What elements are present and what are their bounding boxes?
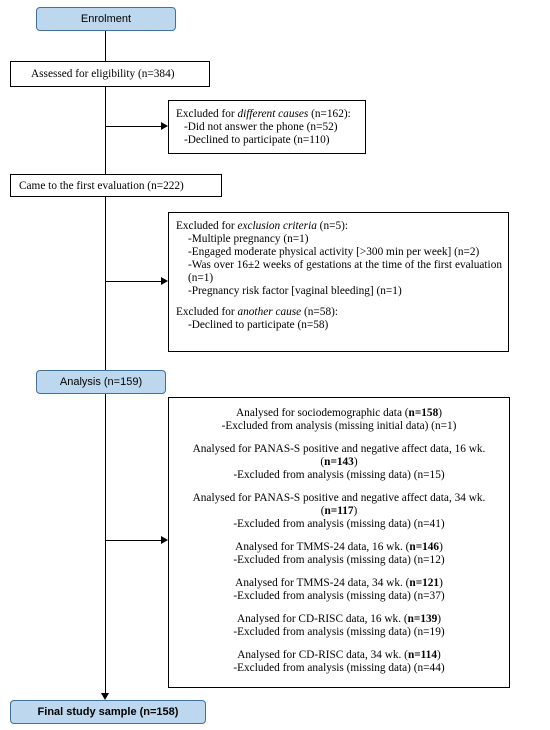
excluded-exclusion-criteria-box: Excluded for exclusion criteria (n=5): -… [168, 212, 509, 352]
title-close: ) [439, 541, 443, 553]
connector-first-eval-analysis [105, 197, 106, 370]
analysis-group-excluded: -Excluded from analysis (missing data) (… [233, 626, 445, 638]
analysis-group-title: Analysed for PANAS-S positive and negati… [175, 443, 503, 469]
analysis-group-title: Analysed for CD-RISC data, 16 wk. (n=139… [175, 613, 503, 626]
heading-emphasis: another cause [237, 306, 302, 318]
title-text: Analysed for CD-RISC data, 34 wk. ( [237, 649, 408, 661]
connector-branch-excluded1 [105, 126, 161, 127]
title-close: ) [353, 456, 358, 468]
analysis-details-box: Analysed for sociodemographic data (n=15… [168, 397, 510, 688]
arrowhead-right [161, 122, 168, 130]
title-count: n=139 [407, 613, 438, 625]
exclusion-criteria-heading: Excluded for exclusion criteria (n=5): [176, 220, 502, 233]
exclusion-item: -Pregnancy risk factor [vaginal bleeding… [188, 285, 402, 297]
analysis-group-title: Analysed for sociodemographic data (n=15… [175, 407, 503, 420]
heading-prefix: Excluded for [176, 108, 238, 120]
arrowhead-right [161, 536, 168, 544]
excluded-different-causes-box: Excluded for different causes (n=162): -… [168, 100, 366, 154]
excluded-different-causes-heading: Excluded for different causes (n=162): [176, 108, 361, 121]
title-count: n=146 [409, 541, 440, 553]
arrowhead-down [101, 693, 109, 700]
title-text: Analysed for TMMS-24 data, 34 wk. ( [235, 577, 410, 589]
connector-enrolment-assessed [105, 31, 106, 61]
title-close: ) [436, 649, 441, 661]
analysis-group-title: Analysed for PANAS-S positive and negati… [175, 492, 503, 518]
title-text: Analysed for CD-RISC data, 16 wk. ( [236, 613, 408, 625]
connector-branch-excluded2 [105, 281, 161, 282]
stage-final-sample: Final study sample (n=158) [10, 700, 206, 724]
title-close: ) [353, 505, 358, 517]
heading-prefix: Excluded for [176, 306, 238, 318]
excluded-item: -Did not answer the phone (n=52) [184, 121, 338, 133]
heading-emphasis: exclusion criteria [237, 220, 317, 232]
heading-prefix: Excluded for [176, 220, 238, 232]
analysis-group: Analysed for CD-RISC data, 16 wk. (n=139… [175, 613, 503, 639]
first-evaluation-box: Came to the first evaluation (n=222) [10, 174, 222, 197]
stage-analysis: Analysis (n=159) [36, 370, 166, 394]
analysis-group-title: Analysed for TMMS-24 data, 34 wk. (n=121… [175, 577, 503, 590]
title-count: n=114 [407, 649, 437, 661]
heading-suffix: (n=162): [308, 108, 351, 120]
another-cause-item: -Declined to participate (n=58) [188, 319, 329, 331]
heading-emphasis: different causes [237, 108, 309, 120]
arrowhead-right [161, 277, 168, 285]
analysis-group-title: Analysed for CD-RISC data, 34 wk. (n=114… [175, 649, 503, 662]
stage-final-label: Final study sample (n=158) [37, 706, 179, 718]
assessed-label: Assessed for eligibility (n=384) [31, 68, 175, 80]
analysis-group: Analysed for TMMS-24 data, 34 wk. (n=121… [175, 577, 503, 603]
title-close: ) [437, 613, 442, 625]
exclusion-item: -Was over 16±2 weeks of gestations at th… [188, 259, 502, 284]
analysis-group-excluded: -Excluded from analysis (missing data) (… [233, 518, 445, 530]
analysis-group-excluded: -Excluded from analysis (missing data) (… [233, 554, 445, 566]
stage-enrolment: Enrolment [36, 7, 176, 31]
title-count: n=158 [408, 407, 439, 419]
title-text: Analysed for PANAS-S positive and negati… [192, 492, 486, 517]
heading-suffix: (n=5): [316, 220, 349, 232]
analysis-group: Analysed for PANAS-S positive and negati… [175, 492, 503, 531]
title-close: ) [438, 407, 442, 419]
connector-assessed-first-eval [105, 87, 106, 174]
analysis-group-excluded: -Excluded from analysis (missing data) (… [233, 662, 445, 674]
connector-analysis-final [105, 394, 106, 693]
title-text: Analysed for TMMS-24 data, 16 wk. ( [235, 541, 410, 553]
assessed-box: Assessed for eligibility (n=384) [10, 61, 210, 87]
exclusion-item: -Engaged moderate physical activity [>30… [188, 246, 480, 258]
first-evaluation-label: Came to the first evaluation (n=222) [19, 180, 184, 192]
excluded-item: -Declined to participate (n=110) [184, 134, 330, 146]
title-count: n=143 [324, 456, 354, 468]
analysis-group: Analysed for TMMS-24 data, 16 wk. (n=146… [175, 541, 503, 567]
analysis-group-excluded: -Excluded from analysis (missing initial… [221, 420, 457, 432]
analysis-group-excluded: -Excluded from analysis (missing data) (… [233, 469, 445, 481]
stage-enrolment-label: Enrolment [80, 13, 132, 25]
title-count: n=121 [409, 577, 440, 589]
title-text: Analysed for PANAS-S positive and negati… [192, 443, 486, 468]
title-close: ) [439, 577, 443, 589]
title-count: n=117 [324, 505, 354, 517]
connector-branch-analysis-details [105, 540, 161, 541]
analysis-group: Analysed for sociodemographic data (n=15… [175, 407, 503, 433]
analysis-group: Analysed for PANAS-S positive and negati… [175, 443, 503, 482]
heading-suffix: (n=58): [301, 306, 338, 318]
stage-analysis-label: Analysis (n=159) [59, 376, 143, 388]
exclusion-item: -Multiple pregnancy (n=1) [188, 233, 309, 245]
another-cause-heading: Excluded for another cause (n=58): [176, 306, 502, 319]
analysis-group-excluded: -Excluded from analysis (missing data) (… [233, 590, 445, 602]
analysis-group: Analysed for CD-RISC data, 34 wk. (n=114… [175, 649, 503, 675]
analysis-group-title: Analysed for TMMS-24 data, 16 wk. (n=146… [175, 541, 503, 554]
title-text: Analysed for sociodemographic data ( [236, 407, 409, 419]
